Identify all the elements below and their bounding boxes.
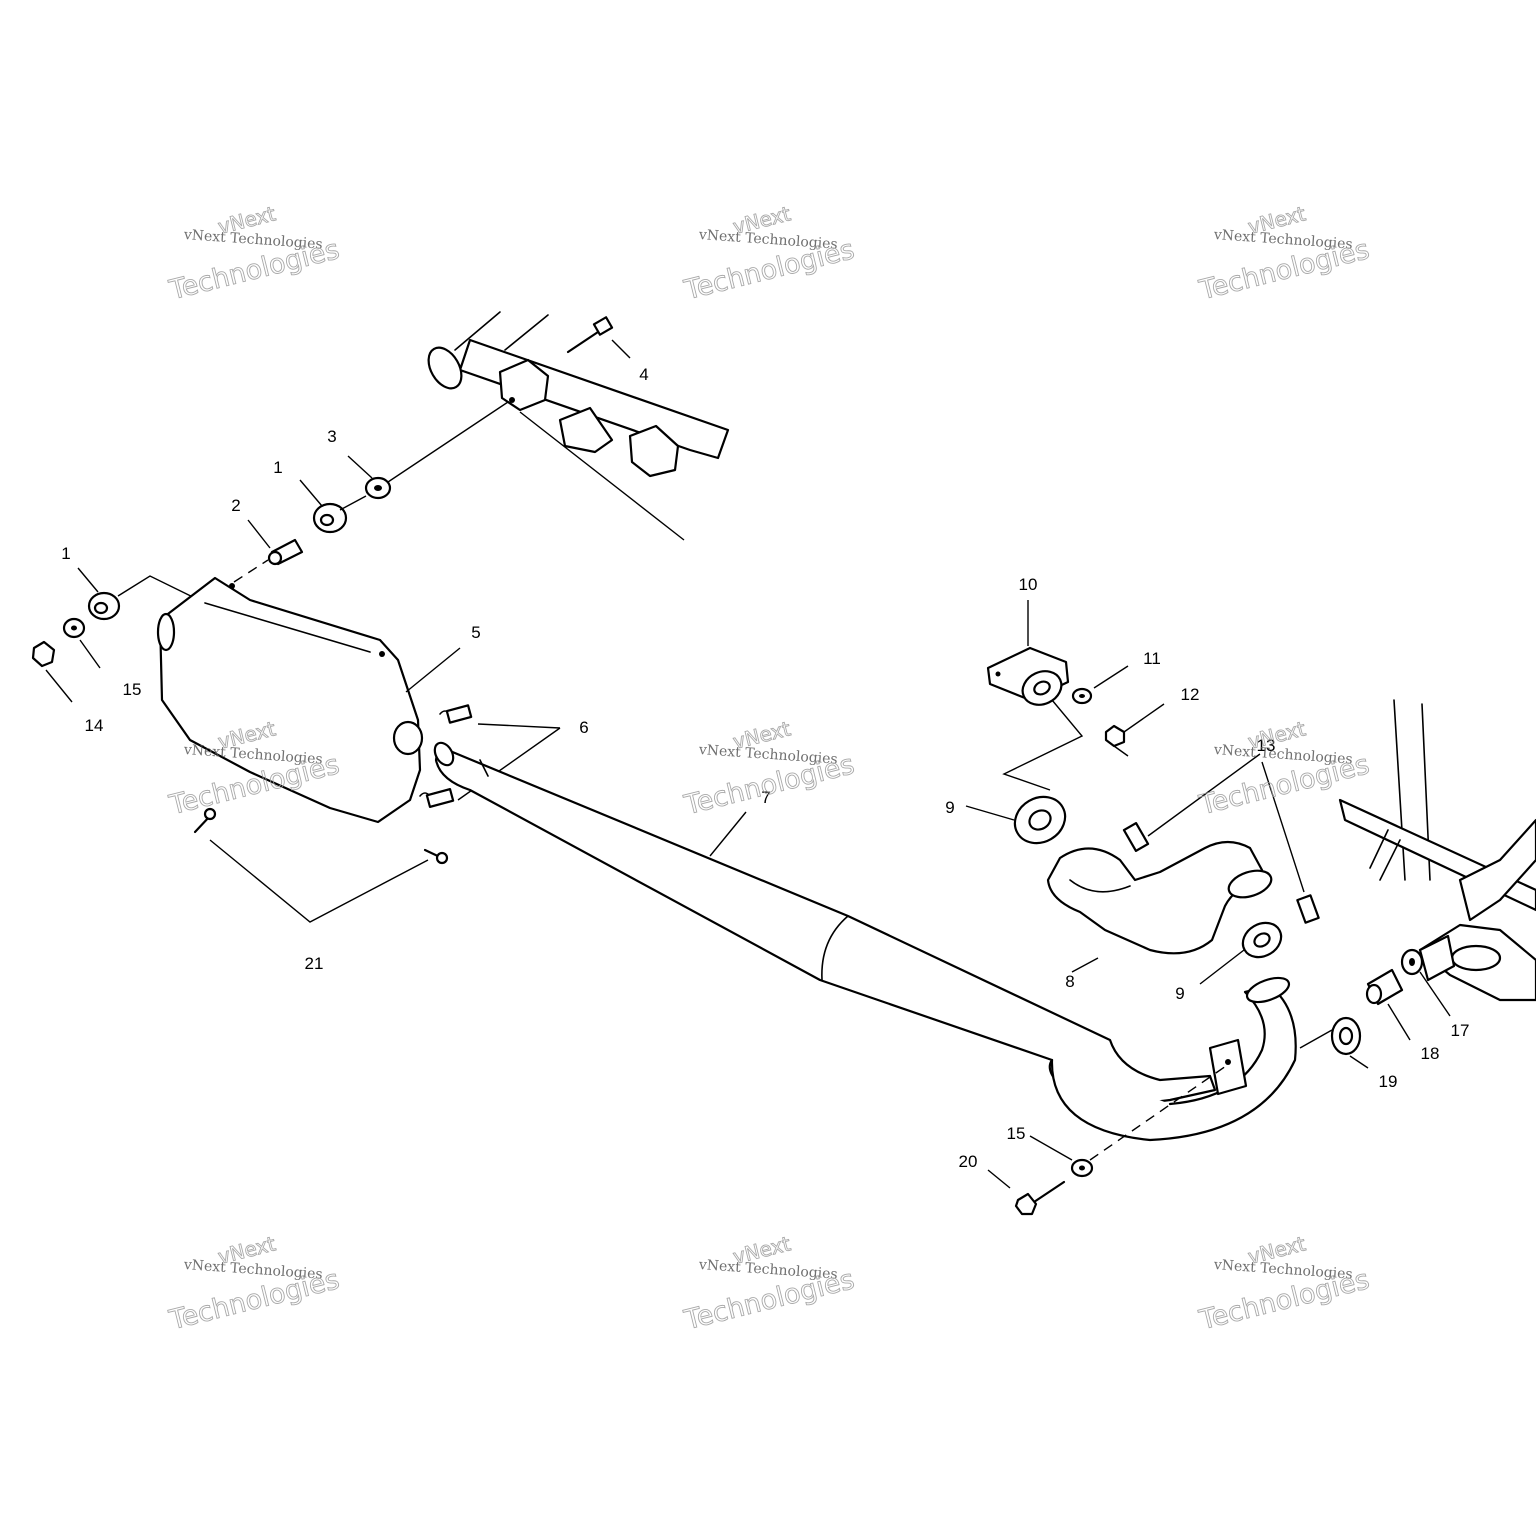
- callout-21: 21: [305, 954, 324, 973]
- callout-7: 7: [761, 788, 770, 807]
- washer-part-11: [1071, 665, 1129, 705]
- screws-part-21: [193, 807, 449, 923]
- watermark-bottom-left: vNext vNext Technologies Technologies: [165, 1231, 343, 1337]
- callout-labels: 1 1 2 3 4 5 6 7 8 9 9 10 11 12 13 14 15 …: [61, 365, 1469, 1171]
- springs-part-13: [1122, 753, 1320, 924]
- bolt-part-4: [566, 316, 631, 359]
- callout-4: 4: [639, 365, 648, 384]
- callout-14: 14: [85, 716, 104, 735]
- header-pipe-part-8: [1046, 840, 1273, 973]
- callout-13: 13: [1257, 736, 1276, 755]
- watermark-top-left: vNext vNext Technologies Technologies: [165, 201, 343, 307]
- washer-part-17: [1400, 948, 1451, 1017]
- callout-1-left: 1: [61, 544, 70, 563]
- watermark-bottom-right: vNext vNext Technologies Technologies: [1195, 1231, 1373, 1337]
- callout-10: 10: [1019, 575, 1038, 594]
- mount-stack-upper: [233, 401, 685, 583]
- callout-12: 12: [1181, 685, 1200, 704]
- callout-9-lower: 9: [1175, 984, 1184, 1003]
- nut-part-12: [1104, 703, 1165, 757]
- watermark-bottom-center: vNext vNext Technologies Technologies: [680, 1231, 858, 1337]
- callout-20: 20: [959, 1152, 978, 1171]
- frame-bracket-upper: [427, 311, 730, 478]
- frame-bracket-right: [1338, 699, 1536, 1002]
- spacer-part-18: [1365, 968, 1411, 1041]
- flange-part-10: [986, 600, 1070, 706]
- exhaust-pipe-part-7: [433, 741, 1297, 1142]
- silencer-part-5: [156, 576, 461, 824]
- callout-17: 17: [1451, 1021, 1470, 1040]
- callout-9-upper: 9: [945, 798, 954, 817]
- callout-2: 2: [231, 496, 240, 515]
- callout-11: 11: [1143, 649, 1161, 668]
- gasket-part-9-upper: [965, 699, 1084, 845]
- bolt-part-20: [987, 1169, 1066, 1216]
- grommet-part-19: [1299, 1016, 1369, 1069]
- callout-5: 5: [471, 623, 480, 642]
- gasket-part-9-lower: [1199, 921, 1283, 985]
- watermark-top-center: vNext vNext Technologies Technologies: [680, 201, 858, 307]
- callout-3: 3: [327, 427, 336, 446]
- callout-15-left: 15: [123, 680, 142, 699]
- mount-stack-left: [31, 567, 206, 703]
- callout-8: 8: [1065, 972, 1074, 991]
- callout-18: 18: [1421, 1044, 1440, 1063]
- watermark-top-right: vNext vNext Technologies Technologies: [1195, 201, 1373, 307]
- callout-19: 19: [1379, 1072, 1398, 1091]
- callout-1-upper: 1: [273, 458, 282, 477]
- callout-15-lower: 15: [1007, 1124, 1026, 1143]
- callout-6: 6: [579, 718, 588, 737]
- washer-part-15-lower: [1029, 1065, 1227, 1178]
